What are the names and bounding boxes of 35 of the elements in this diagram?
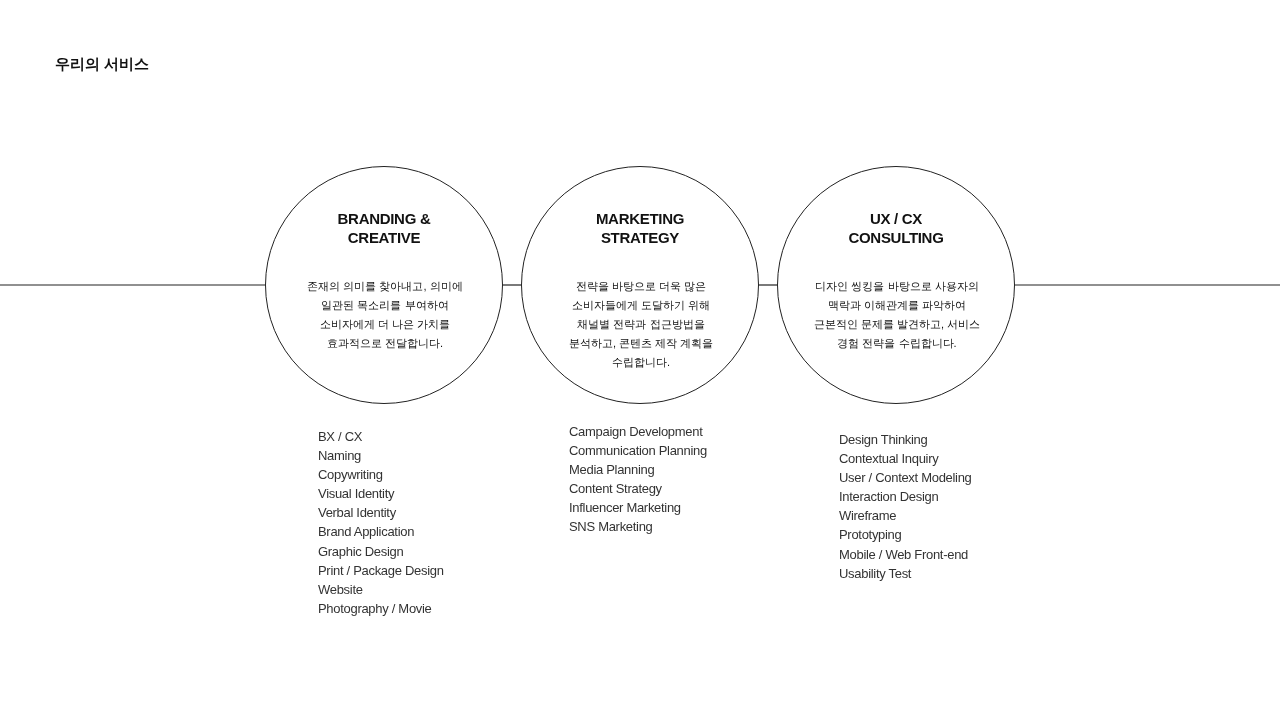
service-item: Prototyping (839, 526, 903, 545)
service-description: 디자인 씽킹을 바탕으로 사용자의 맥락과 이해관계를 파악하여 근본적인 문제를 발견하고, 서비스 경험 전략을 수립합니다. (812, 279, 982, 351)
service-item: Visual Identity (318, 485, 396, 504)
service-item: Copywriting (318, 466, 384, 485)
service-heading: MARKETING STRATEGY (594, 209, 686, 247)
service-item: Print / Package Design (318, 561, 444, 580)
service-item: Usability Test (839, 564, 913, 583)
connector-line (502, 284, 522, 286)
service-item: Interaction Design (839, 488, 940, 507)
service-item: Website (318, 580, 364, 599)
service-item: Graphic Design (318, 542, 405, 561)
service-item: User / Context Modeling (839, 469, 972, 488)
service-item: Campaign Development (569, 423, 704, 441)
service-item: Influencer Marketing (569, 499, 682, 518)
service-item: Mobile / Web Front-end (839, 545, 969, 564)
service-item: Photography / Movie (318, 599, 433, 618)
service-item: Communication Planning (569, 442, 707, 461)
service-item: Design Thinking (839, 431, 929, 449)
connector-line (1014, 284, 1280, 286)
service-item: Contextual Inquiry (839, 450, 940, 469)
service-description: 전략을 바탕으로 더욱 많은 소비자들에게 도달하기 위해 채널별 전략과 접근방법을 분석하고, 콘텐츠 제작 계획을 수립합니다. (567, 279, 715, 370)
service-item: Naming (318, 447, 362, 466)
connector-line (758, 284, 778, 286)
service-item: Media Planning (569, 461, 656, 480)
service-item: SNS Marketing (569, 518, 654, 537)
service-heading: BRANDING & CREATIVE (336, 209, 432, 247)
service-item: Verbal Identity (318, 504, 397, 523)
service-item: Brand Application (318, 523, 416, 542)
page-title: 우리의 서비스 (55, 55, 150, 74)
service-description: 존재의 의미를 찾아내고, 의미에 일관된 목소리를 부여하여 소비자에게 더 나은 가치를 효과적으로 전달합니다. (306, 279, 464, 351)
connector-line (0, 284, 266, 286)
service-item: Content Strategy (569, 480, 663, 499)
service-heading: UX / CX CONSULTING (847, 209, 945, 247)
service-item: Wireframe (839, 507, 898, 526)
service-item: BX / CX (318, 428, 364, 446)
